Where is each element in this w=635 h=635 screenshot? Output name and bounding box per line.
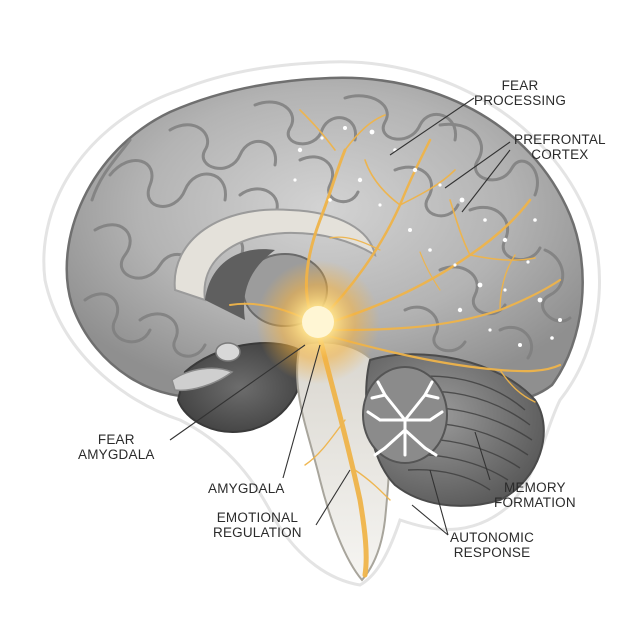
label-fear-processing-line2: PROCESSING xyxy=(474,93,567,108)
label-emotional-regulation-line2: REGULATION xyxy=(213,525,302,540)
pons-cap xyxy=(171,367,234,392)
leader-fear-processing xyxy=(389,97,475,156)
ventricle xyxy=(205,249,275,320)
label-prefrontal-cortex-line2: CORTEX xyxy=(531,147,589,162)
leader-fear-amygdala xyxy=(169,344,306,441)
leader-memory-formation xyxy=(474,431,491,481)
corpus-callosum xyxy=(173,208,377,302)
label-autonomic-response-line1: AUTONOMIC xyxy=(450,530,535,545)
leader-amygdala xyxy=(282,344,321,479)
pituitary xyxy=(215,342,241,362)
label-emotional-regulation-line1: EMOTIONAL xyxy=(216,510,299,525)
leader-autonomic-response-2 xyxy=(429,469,449,536)
label-fear-amygdala-line2: AMYGDALA xyxy=(78,447,155,462)
temporal-lobe xyxy=(176,342,304,433)
label-fear-processing-line1: FEAR xyxy=(501,78,539,93)
label-memory-formation-line1: MEMORY xyxy=(504,480,566,495)
label-prefrontal-cortex: PREFRONTAL CORTEX xyxy=(514,132,606,162)
label-prefrontal-cortex-line1: PREFRONTAL xyxy=(514,132,606,147)
leader-prefrontal-cortex xyxy=(444,141,511,189)
amygdala-core xyxy=(302,306,334,338)
label-memory-formation: MEMORY FORMATION xyxy=(494,480,576,510)
leader-prefrontal-cortex-2 xyxy=(461,149,511,213)
label-fear-processing: FEAR PROCESSING xyxy=(474,78,566,108)
label-emotional-regulation: EMOTIONAL REGULATION xyxy=(213,510,302,540)
leader-autonomic-response xyxy=(411,504,449,536)
label-memory-formation-line2: FORMATION xyxy=(494,495,576,510)
label-amygdala-line1: AMYGDALA xyxy=(208,481,285,496)
label-autonomic-response-line2: RESPONSE xyxy=(453,545,531,560)
arbor-vitae xyxy=(362,366,448,464)
label-fear-amygdala-line1: FEAR xyxy=(97,432,135,447)
sparkles xyxy=(293,126,562,347)
label-fear-amygdala: FEAR AMYGDALA xyxy=(78,432,155,462)
label-autonomic-response: AUTONOMIC RESPONSE xyxy=(450,530,534,560)
leader-emotional-regulation xyxy=(315,469,351,526)
label-amygdala: AMYGDALA xyxy=(208,481,285,496)
leader-lines xyxy=(169,97,511,536)
